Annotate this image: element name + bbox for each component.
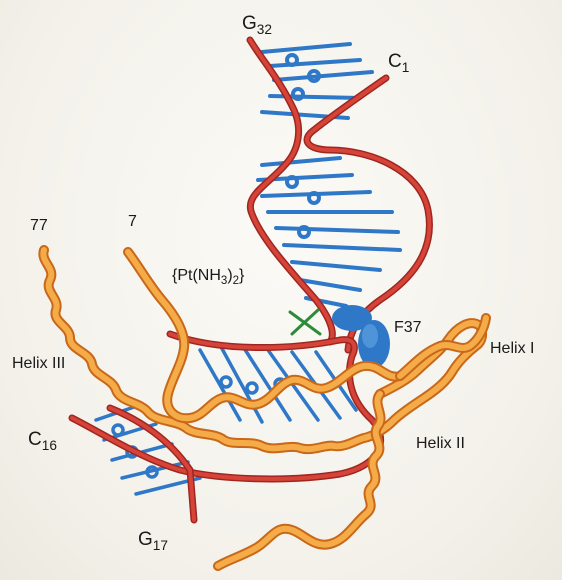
label-helix-ii: Helix II [416,436,465,452]
platinum-crosslink-marker [290,310,320,334]
label-pt-nh3: {Pt(NH3)2} [172,268,244,288]
label-c16: C16 [28,430,57,452]
label-7: 7 [128,214,137,230]
label-g32: G32 [242,14,272,36]
label-helix-iii: Helix III [12,356,65,372]
label-g17: G17 [138,530,168,552]
label-c1: C1 [388,52,409,74]
label-helix-i: Helix I [490,341,534,357]
label-77: 77 [30,218,48,234]
label-f37: F37 [394,320,422,336]
